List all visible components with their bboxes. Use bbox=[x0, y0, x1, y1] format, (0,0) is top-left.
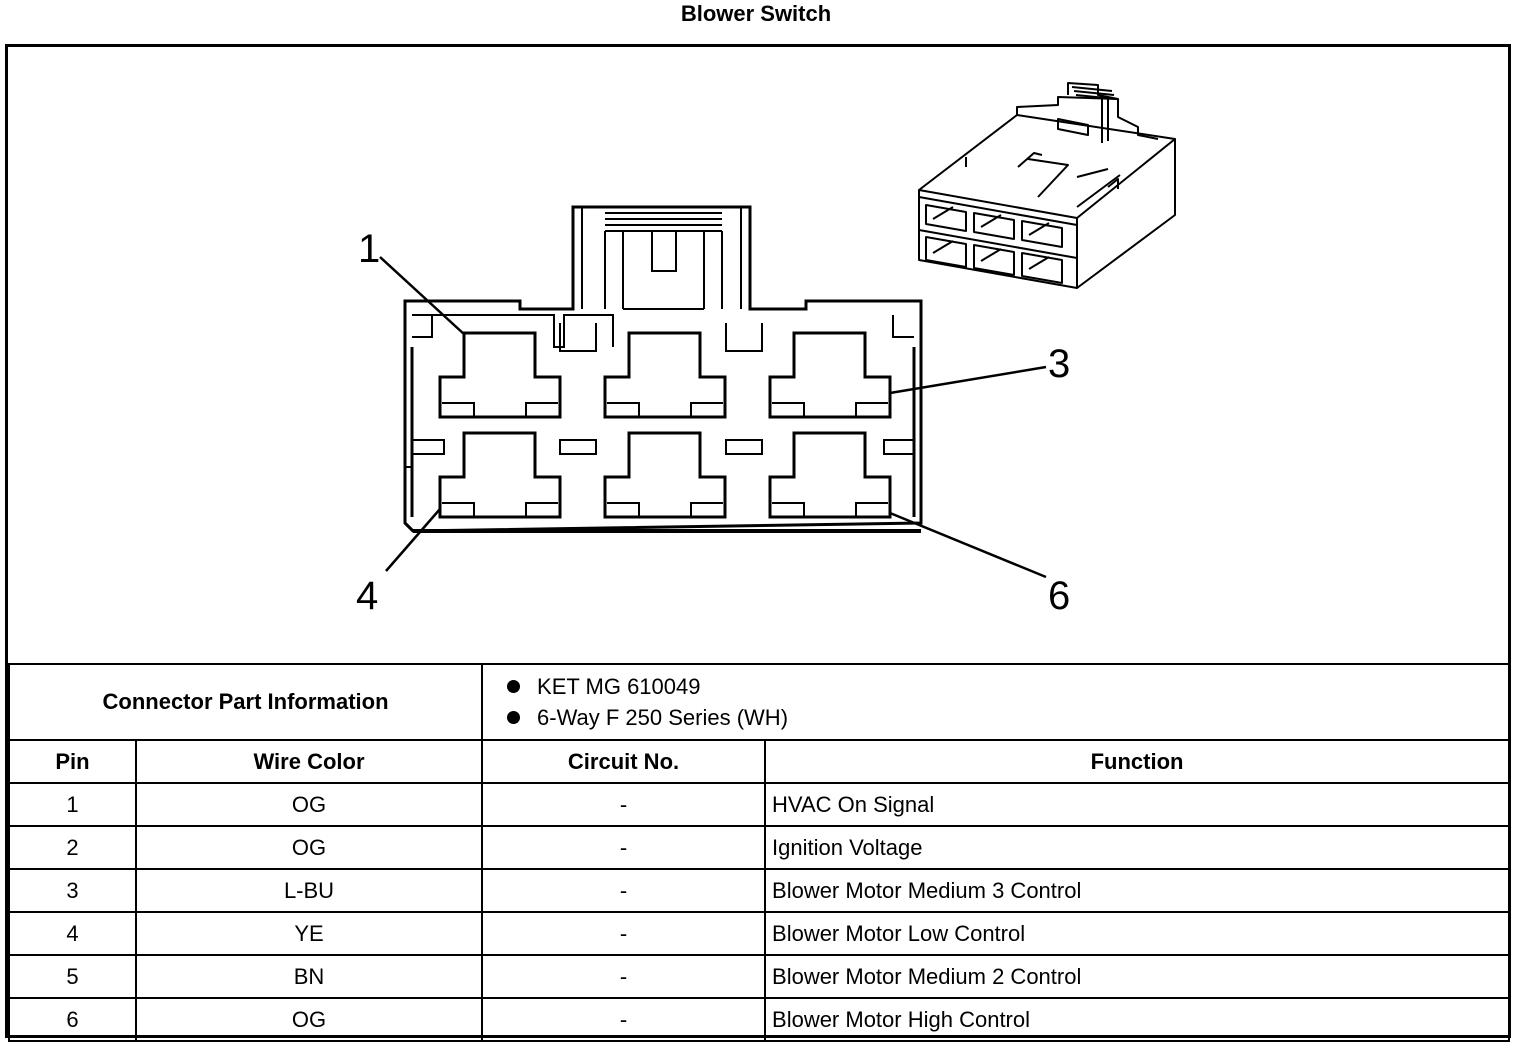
housing-outline bbox=[403, 205, 923, 533]
cavity-latch-2 bbox=[607, 402, 723, 417]
table-header-row: Pin Wire Color Circuit No. Function bbox=[8, 739, 1511, 784]
terminal-cavity-6 bbox=[768, 431, 892, 519]
connector-part-info-label: Connector Part Information bbox=[7, 663, 484, 741]
wire-color-cell: OG bbox=[134, 825, 484, 870]
pin-cell: 1 bbox=[8, 782, 137, 827]
connector-part-info-item: KET MG 610049 bbox=[505, 671, 1508, 702]
cavity-latch-1 bbox=[442, 402, 558, 417]
connector-part-info-item: 6-Way F 250 Series (WH) bbox=[505, 702, 1508, 733]
terminal-cavity-2 bbox=[603, 331, 727, 419]
bullet-icon bbox=[507, 711, 521, 724]
pin-callout-4: 4 bbox=[356, 574, 378, 618]
leader-line-pin-4 bbox=[385, 508, 441, 572]
pin-cell: 3 bbox=[8, 868, 137, 913]
connector-face-svg: 1 3 4 6 bbox=[356, 82, 1176, 618]
wire-color-cell: OG bbox=[134, 997, 484, 1042]
cavity-latch-3 bbox=[772, 402, 888, 417]
leader-line-pin-1 bbox=[379, 256, 466, 336]
diagram-title: Blower Switch bbox=[680, 1, 832, 26]
terminal-cavity-3 bbox=[768, 331, 892, 419]
table-row: 3 L-BU - Blower Motor Medium 3 Control bbox=[8, 868, 1511, 913]
function-cell: Ignition Voltage bbox=[764, 825, 1511, 870]
connector-frame: 1 3 4 6 bbox=[5, 44, 1511, 1042]
pin-cell: 2 bbox=[8, 825, 137, 870]
circuit-cell: - bbox=[481, 782, 767, 827]
circuit-cell: - bbox=[481, 911, 767, 956]
function-cell: Blower Motor High Control bbox=[764, 997, 1511, 1042]
connector-isometric-icon bbox=[918, 82, 1176, 289]
pin-cell: 6 bbox=[8, 997, 137, 1042]
wire-color-cell: OG bbox=[134, 782, 484, 827]
wire-color-cell: YE bbox=[134, 911, 484, 956]
pin-cell: 5 bbox=[8, 954, 137, 999]
wire-color-cell: L-BU bbox=[134, 868, 484, 913]
table-row: 5 BN - Blower Motor Medium 2 Control bbox=[8, 954, 1511, 999]
header-pin: Pin bbox=[8, 739, 137, 784]
table-row: 2 OG - Ignition Voltage bbox=[8, 825, 1511, 870]
table-row: 6 OG - Blower Motor High Control bbox=[8, 997, 1511, 1042]
circuit-cell: - bbox=[481, 954, 767, 999]
terminal-cavity-5 bbox=[603, 431, 727, 519]
pin-callout-3: 3 bbox=[1048, 342, 1070, 386]
wire-color-cell: BN bbox=[134, 954, 484, 999]
table-row: 4 YE - Blower Motor Low Control bbox=[8, 911, 1511, 956]
cavity-latch-6 bbox=[772, 502, 888, 517]
circuit-cell: - bbox=[481, 997, 767, 1042]
circuit-cell: - bbox=[481, 868, 767, 913]
pin-callout-1: 1 bbox=[358, 227, 380, 271]
terminal-cavity-4 bbox=[438, 431, 562, 519]
terminal-cavity-1 bbox=[438, 331, 562, 419]
connector-drawing: 1 3 4 6 bbox=[8, 47, 1508, 663]
bullet-icon bbox=[507, 680, 521, 693]
connector-info-table: Connector Part Information KET MG 610049… bbox=[7, 663, 1511, 1042]
header-circuit-no: Circuit No. bbox=[481, 739, 767, 784]
leader-line-pin-3 bbox=[889, 365, 1047, 395]
table-row: 1 OG - HVAC On Signal bbox=[8, 782, 1511, 827]
pin-callout-6: 6 bbox=[1048, 574, 1070, 618]
pin-cell: 4 bbox=[8, 911, 137, 956]
function-cell: Blower Motor Medium 2 Control bbox=[764, 954, 1511, 999]
connector-part-info-list: KET MG 610049 6-Way F 250 Series (WH) bbox=[481, 663, 1511, 741]
function-cell: HVAC On Signal bbox=[764, 782, 1511, 827]
function-cell: Blower Motor Medium 3 Control bbox=[764, 868, 1511, 913]
cavity-latch-5 bbox=[607, 502, 723, 517]
function-cell: Blower Motor Low Control bbox=[764, 911, 1511, 956]
header-function: Function bbox=[764, 739, 1511, 784]
header-wire-color: Wire Color bbox=[134, 739, 484, 784]
leader-line-pin-6 bbox=[889, 511, 1047, 579]
circuit-cell: - bbox=[481, 825, 767, 870]
cavity-latch-4 bbox=[442, 502, 558, 517]
